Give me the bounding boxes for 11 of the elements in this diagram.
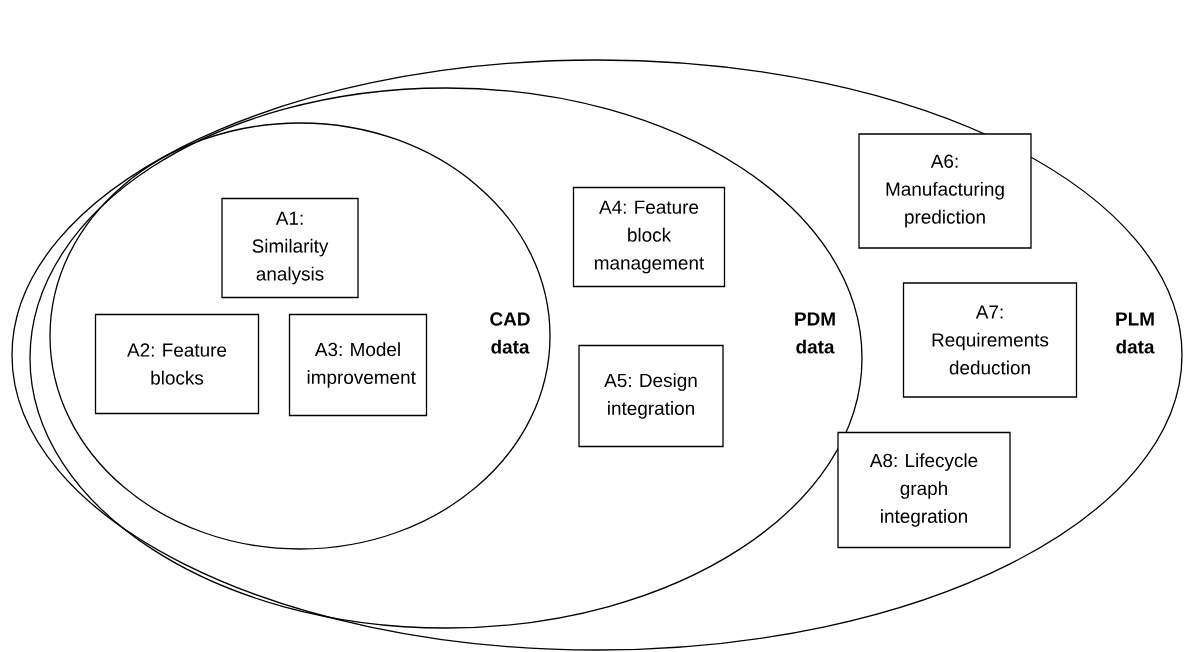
activity-box: A2: Feature blocks [94,313,260,415]
region-label: PDM data [795,312,835,354]
region-label: CAD data [490,312,530,354]
activity-box: A8: Lifecycle graph integration [837,431,1011,549]
region-label: PLM data [1116,312,1155,354]
activity-box: A3: Model improvement [288,313,428,417]
activity-box: A7: Requirements deduction [902,282,1078,398]
activity-box: A1: Similarity analysis [221,197,359,299]
activity-box: A6: Manufacturing prediction [858,133,1032,249]
activity-box: A5: Design integration [578,344,724,448]
activity-box: A4: Feature block management [572,186,726,288]
